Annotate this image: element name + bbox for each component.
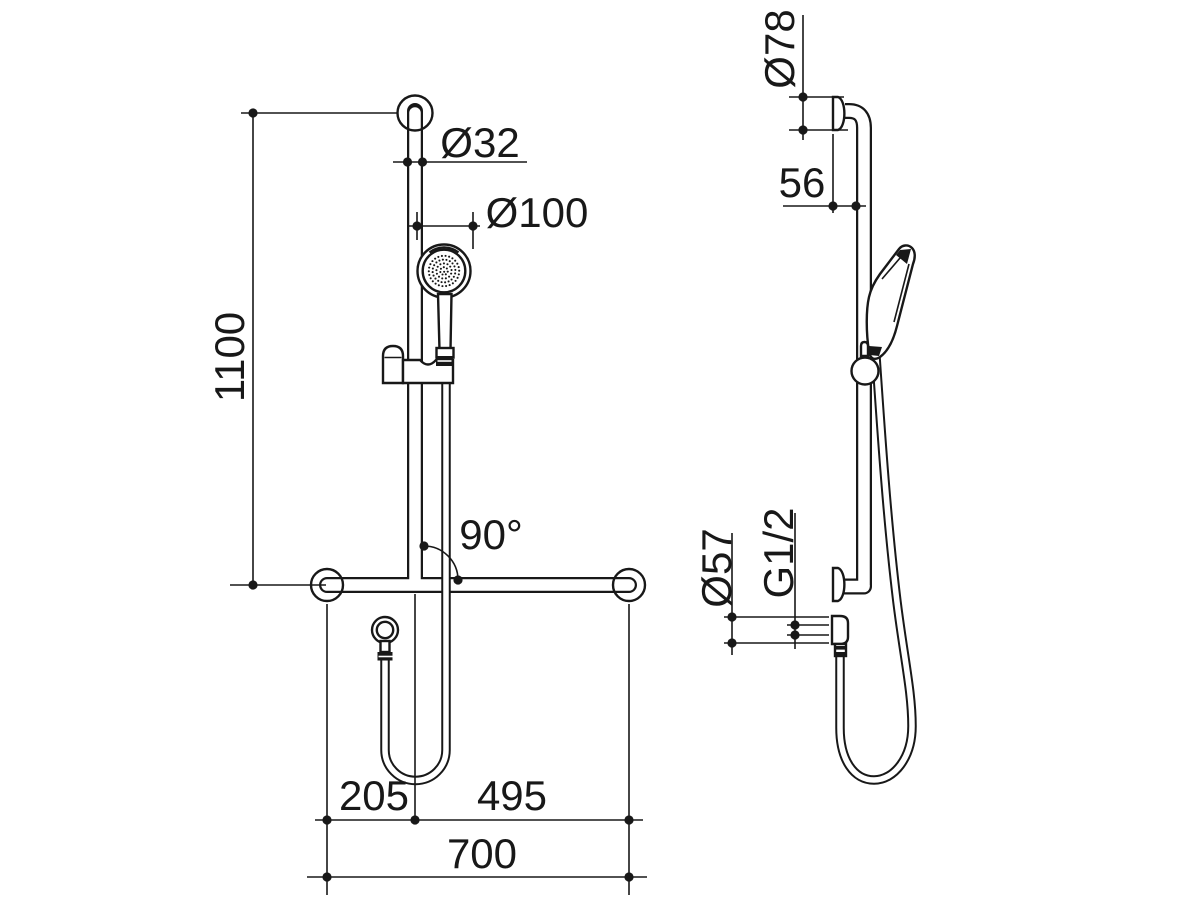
head-back-line <box>893 263 910 323</box>
angle-arc <box>423 545 459 581</box>
wall-elbow <box>370 615 400 661</box>
side-bottom-flange <box>831 566 846 603</box>
dim-dot <box>417 157 428 167</box>
dim-rail-diameter: Ø32 <box>393 119 527 167</box>
dim-label-elbow-diameter: Ø57 <box>693 528 740 607</box>
hand-shower <box>416 243 472 359</box>
dim-label-offset-right: 495 <box>477 772 547 819</box>
handle-band <box>869 346 882 356</box>
dim-label-thread: G1/2 <box>755 507 802 598</box>
slider-tab <box>859 340 870 358</box>
shower-head-rim <box>428 246 460 254</box>
side-view: Ø78 56 Ø57 G1/2 <box>693 9 917 785</box>
elbow-stem <box>379 639 391 654</box>
dim-dot <box>798 125 808 135</box>
dim-height: 1100 <box>206 108 397 590</box>
head-tip-shading <box>896 249 911 264</box>
dim-label-wall-offset: 56 <box>779 159 826 206</box>
dim-dot <box>322 815 332 825</box>
slider-bracket <box>381 344 455 385</box>
dim-label-height: 1100 <box>206 312 253 402</box>
dim-dot <box>248 108 258 118</box>
shower-head-profile <box>865 244 916 360</box>
dim-dot <box>727 612 737 622</box>
dim-dot <box>828 201 838 211</box>
dim-wall-offset: 56 <box>779 134 866 213</box>
side-wall-elbow <box>830 614 850 658</box>
dim-thread: G1/2 <box>755 507 829 649</box>
dim-dot <box>402 157 413 167</box>
dim-elbow-diameter: Ø57 <box>693 528 829 655</box>
dim-label-angle: 90° <box>459 511 523 558</box>
elbow-escutcheon <box>830 614 850 646</box>
slider-knob <box>381 344 405 385</box>
side-rail-tube <box>835 103 872 595</box>
dim-dot <box>248 580 258 590</box>
dim-dot <box>798 92 808 102</box>
hose-nut <box>833 642 848 658</box>
dim-dot <box>410 815 420 825</box>
shower-handle <box>436 292 453 352</box>
dim-dot <box>322 872 332 882</box>
dim-head-diameter: Ø100 <box>409 189 588 249</box>
top-wall-flange <box>396 94 434 132</box>
dim-label-flange-diameter: Ø78 <box>756 9 803 88</box>
dim-label-rail-diameter: Ø32 <box>440 119 519 166</box>
side-top-flange <box>831 95 846 132</box>
dim-dot <box>468 221 478 231</box>
dim-dot <box>851 201 861 211</box>
dim-label-total-width: 700 <box>447 830 517 877</box>
dim-dot <box>624 815 634 825</box>
dim-flange-diameter: Ø78 <box>756 9 848 140</box>
front-view: 1100 Ø32 Ø100 90° <box>206 94 647 895</box>
dim-bottom-widths: 205 495 700 <box>307 594 647 895</box>
dim-dot <box>419 541 429 551</box>
slider-knob-profile <box>850 356 880 386</box>
dim-dot <box>790 620 800 630</box>
dim-dot <box>727 638 737 648</box>
dim-dot <box>453 575 463 585</box>
hose-nut-band <box>834 652 847 656</box>
hose-nut-band <box>834 646 847 650</box>
right-wall-flange <box>611 567 647 603</box>
dim-dot <box>412 221 422 231</box>
side-hand-shower <box>850 244 916 386</box>
side-shower-hose <box>835 356 917 785</box>
dim-label-head-diameter: Ø100 <box>486 189 589 236</box>
dim-angle: 90° <box>419 511 523 585</box>
elbow-outlet <box>375 620 395 640</box>
spray-face-dots <box>427 254 461 288</box>
dim-dot <box>624 872 634 882</box>
dim-dot <box>790 630 800 640</box>
dim-label-offset-left: 205 <box>339 772 409 819</box>
